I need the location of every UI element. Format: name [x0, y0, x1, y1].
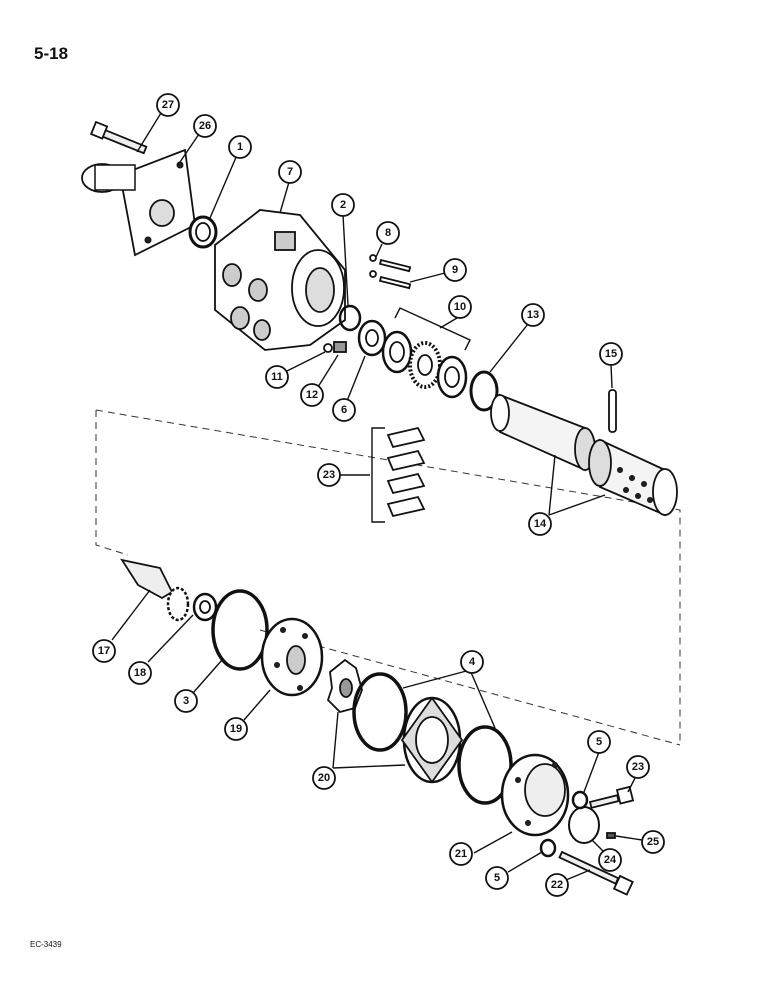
svg-text:5: 5	[494, 872, 500, 884]
assembly-boundary-line	[95, 409, 681, 746]
callout-19: 19	[224, 717, 248, 741]
part-12-plug	[333, 341, 347, 353]
part-6-washer	[357, 319, 387, 357]
part-2-o-ring	[338, 304, 362, 332]
callout-24: 24	[598, 848, 622, 872]
svg-text:23: 23	[323, 469, 335, 481]
svg-text:19: 19	[230, 723, 242, 735]
callout-2: 2	[331, 193, 355, 217]
part-13-retaining-ring	[469, 370, 499, 412]
svg-text:14: 14	[534, 518, 547, 530]
svg-text:10: 10	[454, 301, 466, 313]
callout-8: 8	[376, 221, 400, 245]
part-20-gerotor-set	[326, 658, 464, 784]
callout-17: 17	[92, 639, 116, 663]
part-19-spacer-plate	[260, 617, 324, 697]
part-4-o-ring-1	[352, 672, 408, 752]
svg-text:5: 5	[596, 736, 602, 748]
svg-text:24: 24	[604, 854, 617, 866]
part-23-centering-springs	[371, 426, 426, 523]
part-15-centering-pin	[608, 389, 617, 433]
callout-18: 18	[128, 661, 152, 685]
callout-14: 14	[528, 512, 552, 536]
part-7-valve-body	[214, 209, 346, 351]
part-25-screw	[606, 832, 616, 839]
callout-5-lower: 5	[485, 866, 509, 890]
part-24-cover-plate	[568, 806, 600, 844]
part-11-ball	[323, 343, 333, 353]
part-17-drive-shaft	[120, 558, 190, 622]
callout-23-springs: 23	[317, 463, 341, 487]
callout-6: 6	[332, 398, 356, 422]
callout-3: 3	[174, 689, 198, 713]
part-5-washer-upper	[571, 790, 589, 810]
callout-9: 9	[443, 258, 467, 282]
svg-text:9: 9	[452, 264, 458, 276]
part-14-spool-sleeve	[490, 393, 678, 517]
callout-10: 10	[448, 295, 472, 319]
leader-lines	[111, 112, 643, 881]
svg-text:22: 22	[551, 879, 563, 891]
part-21-end-cap	[500, 753, 570, 837]
svg-text:27: 27	[162, 99, 174, 111]
callout-5-upper: 5	[587, 730, 611, 754]
svg-text:3: 3	[183, 695, 189, 707]
callout-27: 27	[156, 93, 180, 117]
svg-text:26: 26	[199, 120, 211, 132]
callout-23-bolt: 23	[626, 755, 650, 779]
part-1-seal-ring	[188, 215, 218, 249]
part-23-cap-bolt	[588, 785, 635, 809]
svg-text:20: 20	[318, 772, 330, 784]
part-4-o-ring-2	[457, 725, 513, 805]
part-18-spacer	[192, 592, 218, 622]
callout-26: 26	[193, 114, 217, 138]
svg-text:12: 12	[306, 389, 318, 401]
part-8-check-balls	[369, 254, 377, 278]
svg-text:2: 2	[340, 199, 346, 211]
svg-text:6: 6	[341, 404, 347, 416]
svg-text:11: 11	[271, 371, 283, 383]
callout-22: 22	[545, 873, 569, 897]
svg-text:7: 7	[287, 166, 293, 178]
part-27-bolt	[89, 120, 148, 155]
callout-20: 20	[312, 766, 336, 790]
part-22-cap-bolt	[558, 850, 634, 896]
document-code: EC-3439	[30, 940, 62, 949]
part-10-thrust-bearing	[381, 307, 471, 399]
svg-text:25: 25	[647, 836, 659, 848]
svg-text:1: 1	[237, 141, 243, 153]
callout-25: 25	[641, 830, 665, 854]
svg-text:13: 13	[527, 309, 539, 321]
callout-12: 12	[300, 383, 324, 407]
part-26-flange-housing	[81, 148, 196, 257]
svg-text:17: 17	[98, 645, 110, 657]
callout-1: 1	[228, 135, 252, 159]
part-5-washer-lower	[539, 838, 557, 858]
svg-text:4: 4	[469, 656, 476, 668]
svg-text:15: 15	[605, 348, 617, 360]
part-9-pins	[378, 258, 412, 290]
page-number: 5-18	[34, 44, 69, 63]
callout-13: 13	[521, 303, 545, 327]
callout-4: 4	[460, 650, 484, 674]
callout-21: 21	[449, 842, 473, 866]
svg-text:23: 23	[632, 761, 644, 773]
part-3-o-ring	[211, 589, 269, 671]
callout-15: 15	[599, 342, 623, 366]
svg-text:8: 8	[385, 227, 391, 239]
callout-11: 11	[265, 365, 289, 389]
svg-text:21: 21	[455, 848, 467, 860]
callout-7: 7	[278, 160, 302, 184]
svg-text:18: 18	[134, 667, 146, 679]
